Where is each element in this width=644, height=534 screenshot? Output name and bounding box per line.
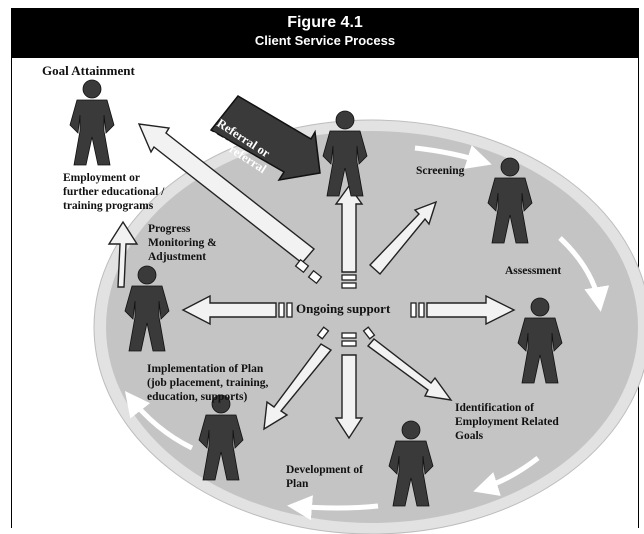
development-label: Development of Plan: [286, 463, 363, 491]
goal-attainment-arrow: [137, 123, 316, 264]
spoke-up-right: [368, 200, 438, 276]
goal-attainment-label: Goal Attainment: [42, 63, 135, 78]
cycle-arrow-top: [414, 145, 492, 169]
spoke-block: [341, 274, 357, 281]
progress-arrow: [107, 220, 139, 288]
screening-label: Screening: [416, 165, 465, 177]
implementation-label: Implementation of Plan (job placement, t…: [147, 362, 268, 404]
progress-line-3: Adjustment: [148, 251, 207, 263]
spoke-block: [307, 269, 323, 285]
implementation-line-3: education, supports): [147, 391, 248, 403]
spoke-right: [426, 294, 516, 326]
spoke-block: [341, 282, 357, 289]
development-line-2: Plan: [286, 478, 309, 490]
cycle-arrow-right: [558, 236, 610, 312]
spoke-block: [341, 340, 357, 347]
spoke-block: [362, 326, 376, 340]
figure-title: Figure 4.1: [287, 14, 363, 31]
assessment-label: Assessment: [505, 265, 562, 277]
identification-line-2: Employment Related: [455, 416, 559, 428]
spoke-block: [294, 258, 310, 274]
progress-line-1: Progress: [148, 223, 191, 235]
implementation-line-1: Implementation of Plan: [147, 363, 264, 375]
cycle-arrow-bottom: [287, 495, 379, 521]
identification-line-3: Goals: [455, 430, 484, 442]
spoke-down-right: [366, 338, 453, 401]
spoke-down-left: [263, 343, 333, 431]
cycle-ellipse: [106, 131, 638, 523]
spoke-block: [286, 302, 293, 318]
cycle-arrow-lower-left: [124, 391, 194, 451]
spoke-down: [334, 354, 364, 440]
identification-label: Identification of Employment Related Goa…: [455, 401, 559, 443]
person-goal-icon: [69, 79, 115, 166]
spoke-block: [278, 302, 285, 318]
identification-line-1: Identification of: [455, 402, 534, 414]
spoke-block: [316, 326, 330, 340]
employment-line-3: training programs: [63, 200, 154, 212]
spoke-block: [418, 302, 425, 318]
progress-monitoring-label: Progress Monitoring & Adjustment: [148, 222, 217, 264]
cycle-arrow-lower-right: [473, 456, 540, 496]
spoke-left: [181, 294, 277, 326]
employment-line-1: Employment or: [63, 172, 140, 184]
development-line-1: Development of: [286, 464, 363, 476]
employment-line-2: further educational /: [63, 186, 165, 198]
progress-line-2: Monitoring &: [148, 237, 217, 249]
spoke-block: [341, 332, 357, 339]
ongoing-support-label: Ongoing support: [296, 301, 391, 316]
frame-left-border: [11, 58, 12, 528]
spoke-block: [410, 302, 417, 318]
figure-subtitle: Client Service Process: [254, 33, 396, 48]
employment-label: Employment or further educational / trai…: [63, 171, 164, 213]
figure-header: Figure 4.1 Client Service Process: [11, 8, 639, 58]
implementation-line-2: (job placement, training,: [147, 377, 269, 389]
referral-arrow: [209, 95, 321, 182]
